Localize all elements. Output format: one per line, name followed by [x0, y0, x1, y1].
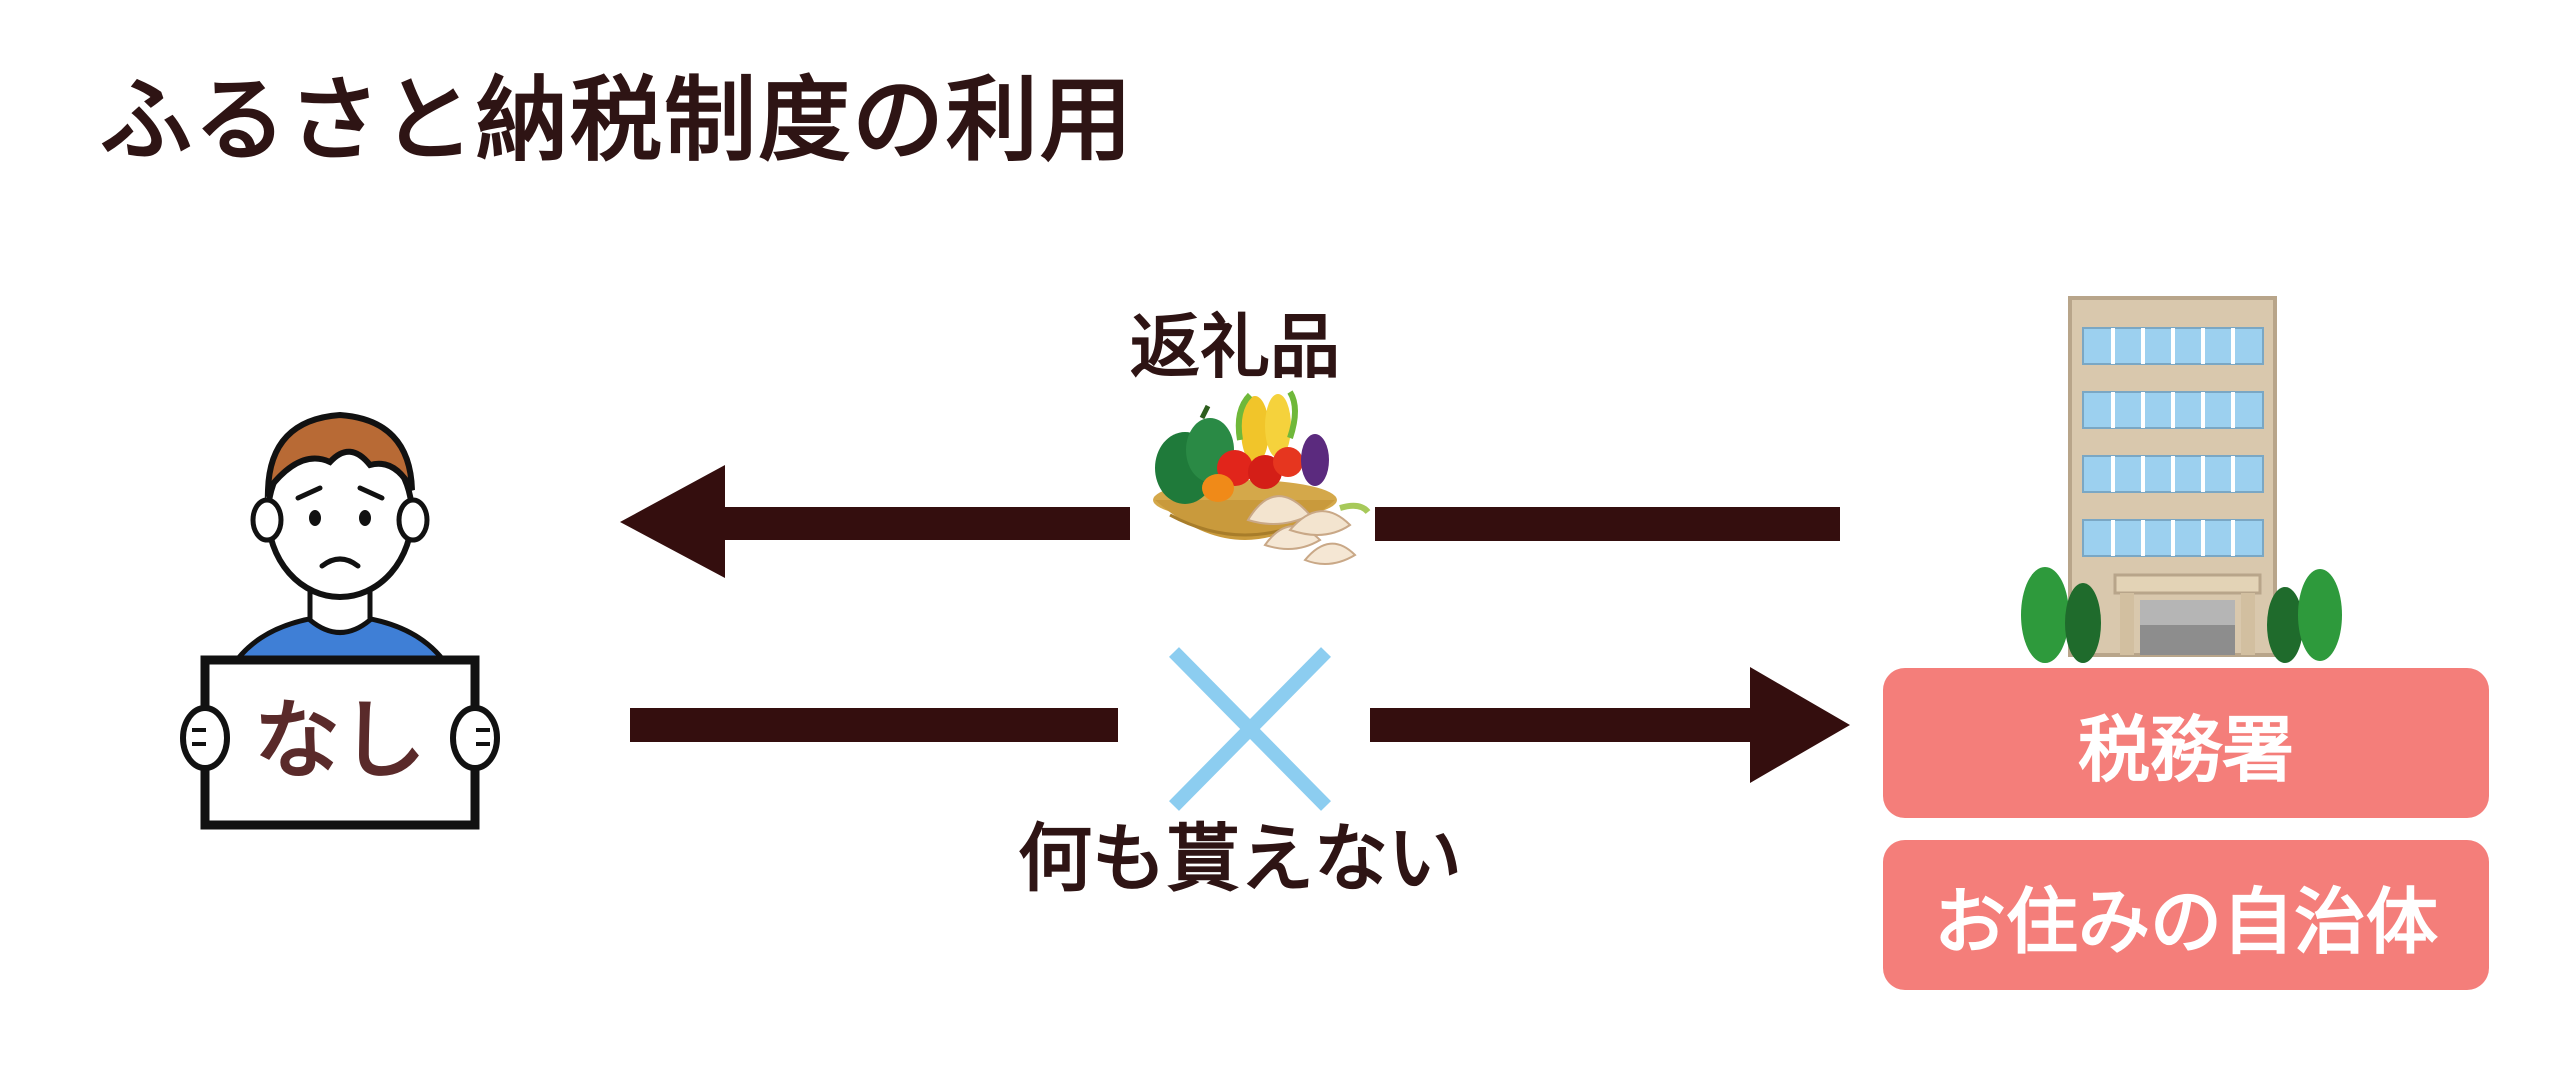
- person-with-sign-icon: なし: [180, 411, 500, 830]
- page-title: ふるさと納税制度の利用: [100, 66, 1135, 174]
- payment-arrow-left-segment: [630, 708, 1118, 742]
- return-gift-label: 返礼品: [1130, 305, 1340, 388]
- government-building-icon: [2021, 296, 2342, 663]
- sign-text: なし: [254, 690, 426, 791]
- local-government-box: お住みの自治体: [1883, 840, 2489, 990]
- tax-office-box: 税務署: [1883, 668, 2489, 818]
- payment-arrow-right-segment: [1370, 667, 1850, 783]
- return-arrow-right-segment: [1375, 507, 1840, 541]
- no-return-label: 何も貰えない: [1018, 816, 1462, 902]
- cross-mark-icon: [1169, 647, 1331, 811]
- gift-basket-icon: [1153, 390, 1371, 565]
- return-arrow-left-segment: [620, 465, 1130, 578]
